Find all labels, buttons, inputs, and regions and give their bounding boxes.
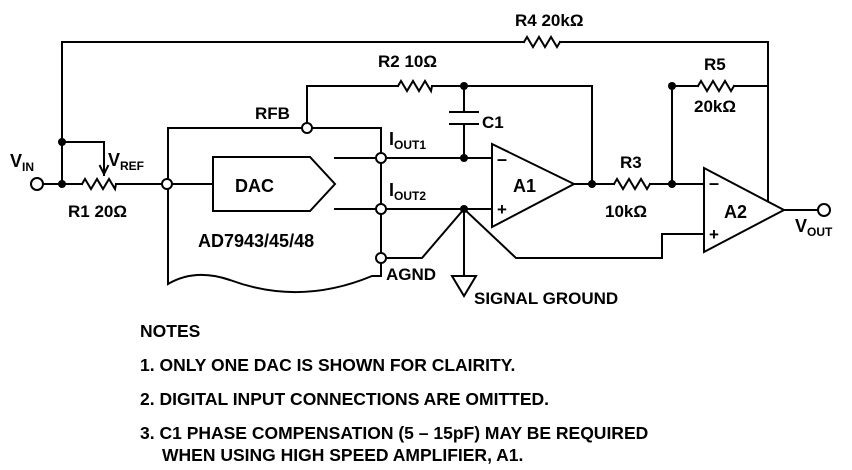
dac-block [212,156,337,212]
notes-section: NOTES 1. ONLY ONE DAC IS SHOWN FOR CLAIR… [140,320,648,466]
vref-pin [161,178,173,190]
signal-ground-label: SIGNAL GROUND [474,289,618,308]
r2-right-wire [431,85,593,185]
iout2-label: IOUT2 [389,180,426,203]
r4-label: R4 20kΩ [515,11,583,30]
note-3-line-1: 3. C1 PHASE COMPENSATION (5 – 15pF) MAY … [140,423,649,443]
r1-wiper-arrow [98,164,110,176]
junction-dot [588,180,596,188]
iout1-label: IOUT1 [389,129,426,152]
dac-chip-outline [167,127,382,294]
notes-title: NOTES [140,321,201,341]
junction-dot [58,180,66,188]
agnd-pin [375,252,387,264]
vout-terminal [817,203,831,217]
a1-label: A1 [513,176,536,196]
iout1-pin [375,152,387,164]
a1-plus-label: + [497,200,507,219]
vout-label: VOUT [795,216,833,239]
r5-value-label: 20kΩ [694,97,736,116]
vin-label: VIN [10,151,34,174]
junction-dots [58,82,676,213]
r1-wiper-loop [61,141,105,185]
pins [30,122,831,264]
rfb-label: RFB [255,104,290,123]
a2-minus-label: – [709,173,719,193]
a2-label: A2 [724,202,747,222]
r4-resistor [522,35,562,49]
agnd-label: AGND [386,265,436,284]
r2-label: R2 10Ω [378,52,437,71]
agnd-to-ground [380,207,466,259]
r3-resistor [612,177,652,191]
note-2: 2. DIGITAL INPUT CONNECTIONS ARE OMITTED… [140,389,549,409]
junction-dot [460,82,468,90]
wires [42,41,819,277]
junction-dot [58,138,66,146]
junction-dot [460,205,468,213]
junction-dot [460,154,468,162]
r5-label: R5 [704,55,726,74]
r1-label: R1 20Ω [68,202,127,221]
opamp-a1 [491,142,577,229]
c1-label: C1 [482,113,504,132]
r3-value-label: 10kΩ [605,202,647,221]
junction-dot [668,180,676,188]
iout2-pin [375,203,387,215]
r2-resistor [396,79,434,94]
junction-dot [668,82,676,90]
opamp-a2 [703,166,787,254]
vin-terminal [30,177,44,191]
r4-left-wire [61,41,525,143]
r1-resistor [80,177,118,192]
dac-label: DAC [235,176,274,196]
r3-label: R3 [620,153,642,172]
ground-symbol [450,275,478,298]
a2-plus-label: + [709,225,719,244]
vref-label: VREF [108,150,144,173]
a1-minus-label: – [497,149,507,169]
note-3-line-2: WHEN USING HIGH SPEED AMPLIFIER, A1. [162,445,524,465]
r5-resistor [696,79,736,93]
rfb-pin [301,122,313,134]
ground-to-a2-plus [462,207,705,259]
r4-right-wire [559,41,769,201]
part-number-label: AD7943/45/48 [198,231,314,251]
note-1: 1. ONLY ONE DAC IS SHOWN FOR CLAIRITY. [140,355,516,375]
rfb-wire [306,85,399,123]
